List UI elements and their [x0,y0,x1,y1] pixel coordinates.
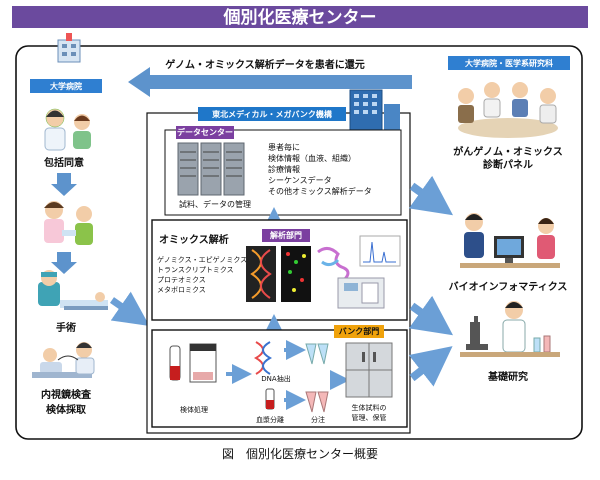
data-center-badge-label: データセンター [177,127,233,137]
bank-serum-label: 血漿分離 [256,415,284,424]
right-badge [448,56,570,70]
protein-structure-icon [317,247,350,282]
left-arrow-1 [51,173,77,196]
omics-item-1: ゲノミクス・エピゲノミクス [157,255,247,264]
dna-strand-icon [253,341,273,375]
to-basic-research-arrow [408,346,453,387]
exam-illustration-icon [44,201,93,245]
return-arrow [128,67,412,97]
surgery-illustration-icon [38,270,108,310]
consent-illustration-icon [44,108,91,151]
to-panel-arrow [408,175,454,216]
lab-instrument-icon [337,277,385,309]
microscope-researcher-icon [460,301,560,357]
panel-label-2: 診断パネル [483,158,533,171]
left-badge [30,79,102,93]
step-surgery: 手術 [56,321,76,334]
megabank-building-icon [349,89,400,133]
research-meeting-icon [458,82,558,138]
microarray-icon [281,246,311,302]
omics-item-4: メタボロミクス [157,285,206,294]
bank-specimen-label: 検体処理 [180,405,208,414]
to-bioinformatics-arrow [408,295,454,336]
bank-dna-label: DNA抽出 [261,374,290,383]
title-bar [12,6,588,28]
data-center-badge [176,126,234,139]
right-badge-label: 大学病院・医学系研究科 [465,58,553,68]
serum-tube-icon [265,388,275,410]
data-center-item-1: 患者毎に [268,142,300,152]
step-consent: 包括同意 [44,156,84,169]
data-center-item-3: 診療情報 [268,164,300,174]
bioinformatics-workers-icon [460,213,560,268]
omics-badge-label: 解析部門 [270,230,302,240]
omics-item-2: トランスクリプトミクス [157,266,234,274]
specimen-tubes-icon [169,343,217,383]
omics-item-3: プロテオミクス [157,276,206,284]
aliquot-tubes-icon [305,343,329,413]
panel-label-1: がんゲノム・オミックス [453,145,562,158]
omics-title: オミックス解析 [159,233,229,246]
step-endoscopy: 内視鏡検査 [41,388,92,401]
dna-helix-icon [246,246,276,302]
left-arrow-2 [51,252,77,274]
bank-storage-label-1: 生体試料の [352,403,387,412]
omics-badge [262,229,310,242]
left-badge-label: 大学病院 [50,81,82,91]
left-to-bank-arrow [110,291,150,326]
bank-aliquot-label: 分注 [311,415,325,424]
step-specimen-collection: 検体採取 [46,403,87,416]
freezer-storage-icon [345,342,393,398]
bioinformatics-label: バイオインフォマティクス [449,281,568,293]
data-center-item-4: シーケンスデータ [268,175,332,185]
data-center-caption: 試料、データの管理 [179,199,251,209]
hospital-building-icon [57,33,81,63]
server-rack-icon [177,142,245,196]
diagram-title: 個別化医療センター [223,7,377,28]
megabank-label: 東北メディカル・メガバンク機構 [212,109,332,119]
data-center-item-5: その他オミックス解析データ [268,186,372,196]
megabank-badge [198,107,346,121]
endoscopy-illustration-icon [32,342,95,378]
bank-storage-label-2: 管理、保管 [352,413,387,422]
spectrum-graph-icon [359,235,401,267]
basic-research-label: 基礎研究 [487,370,528,383]
bank-badge [334,325,384,338]
return-arrow-label: ゲノム・オミックス解析データを患者に還元 [165,58,364,71]
data-center-item-2: 検体情報（血液、組織） [268,153,356,163]
bank-badge-label: バンク部門 [339,326,379,336]
figure-caption: 図 個別化医療センター概要 [222,447,378,461]
